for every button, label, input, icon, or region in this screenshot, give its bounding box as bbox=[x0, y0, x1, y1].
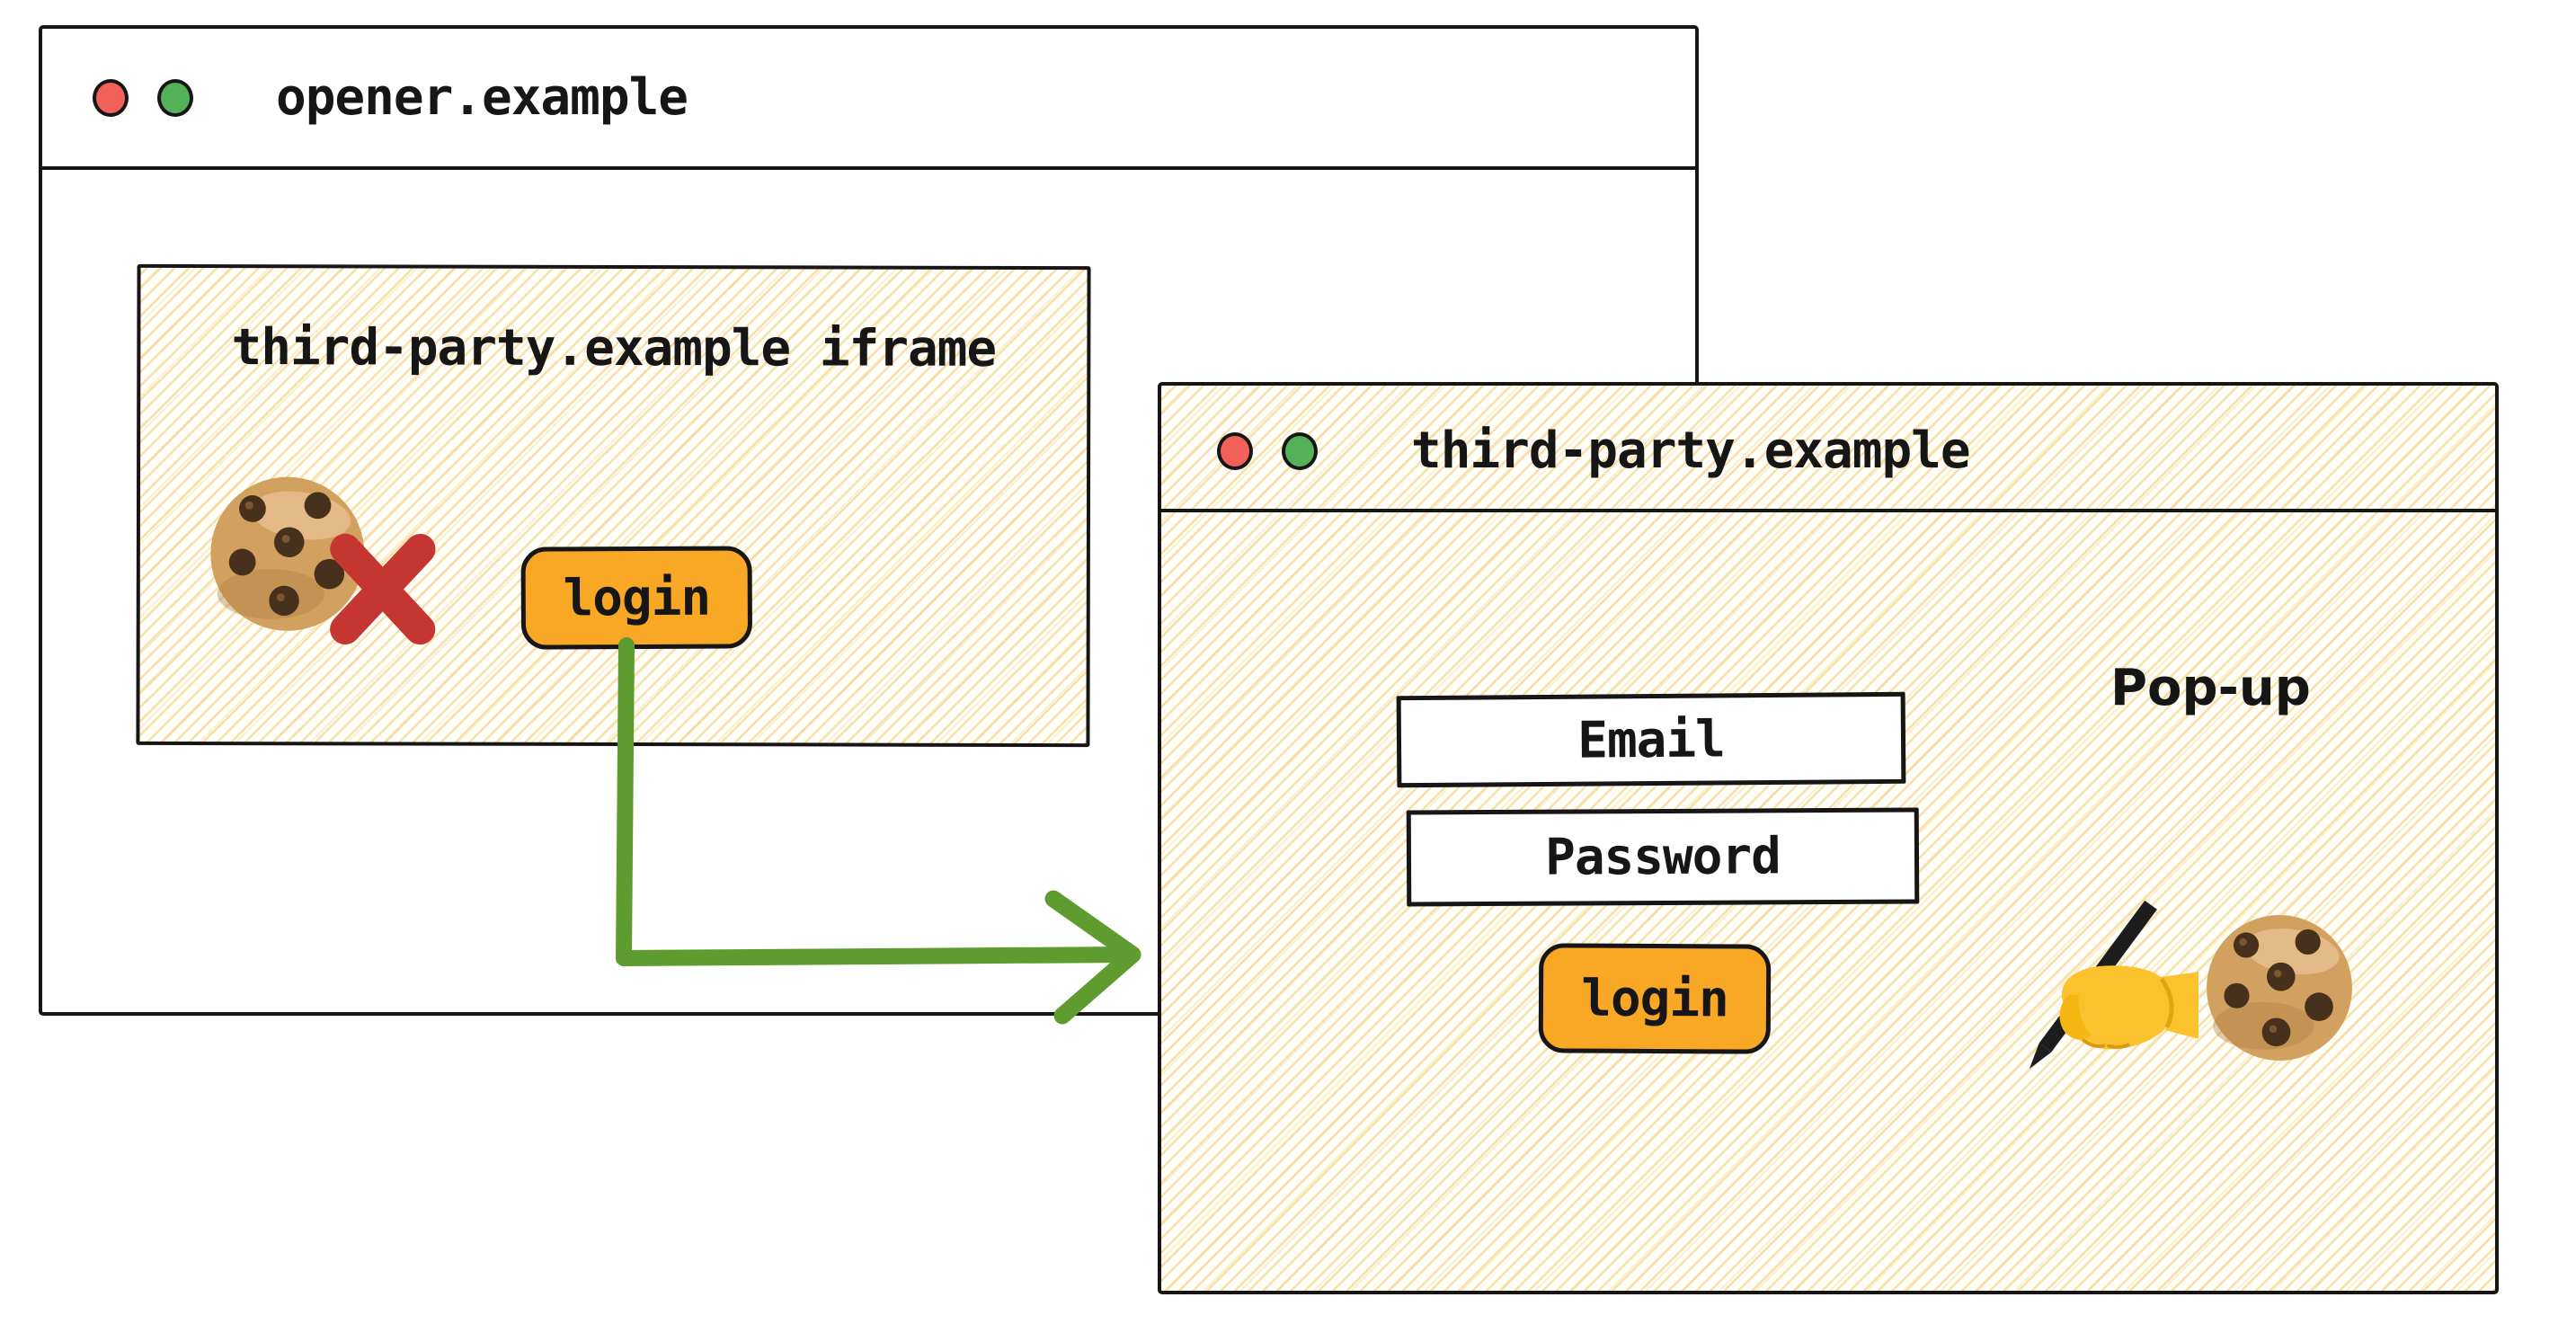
popup-login-button[interactable]: login bbox=[1538, 943, 1772, 1054]
window-control-green-icon[interactable] bbox=[157, 78, 193, 117]
popup-window-title: third-party.example bbox=[1411, 422, 1971, 480]
third-party-iframe: third-party.example iframe bbox=[136, 263, 1091, 748]
opener-window-title: opener.example bbox=[276, 68, 688, 127]
writing-hand-icon bbox=[2029, 900, 2198, 1070]
cookie-icon bbox=[210, 476, 365, 631]
opener-titlebar: opener.example bbox=[42, 29, 1695, 170]
iframe-login-button[interactable]: login bbox=[520, 546, 753, 650]
popup-titlebar: third-party.example bbox=[1161, 386, 2495, 512]
cross-icon bbox=[324, 527, 442, 652]
popup-window: third-party.example Email Password login… bbox=[1158, 382, 2499, 1294]
popup-label: Pop-up bbox=[2110, 659, 2311, 717]
iframe-label: third-party.example iframe bbox=[231, 318, 997, 378]
password-field[interactable]: Password bbox=[1406, 807, 1920, 907]
window-control-red-icon[interactable] bbox=[1217, 431, 1253, 470]
cookie-icon bbox=[2207, 915, 2352, 1061]
window-control-green-icon[interactable] bbox=[1282, 431, 1318, 470]
blocked-cookie-icon bbox=[201, 470, 442, 705]
window-control-red-icon[interactable] bbox=[93, 78, 129, 117]
email-field[interactable]: Email bbox=[1396, 691, 1906, 788]
